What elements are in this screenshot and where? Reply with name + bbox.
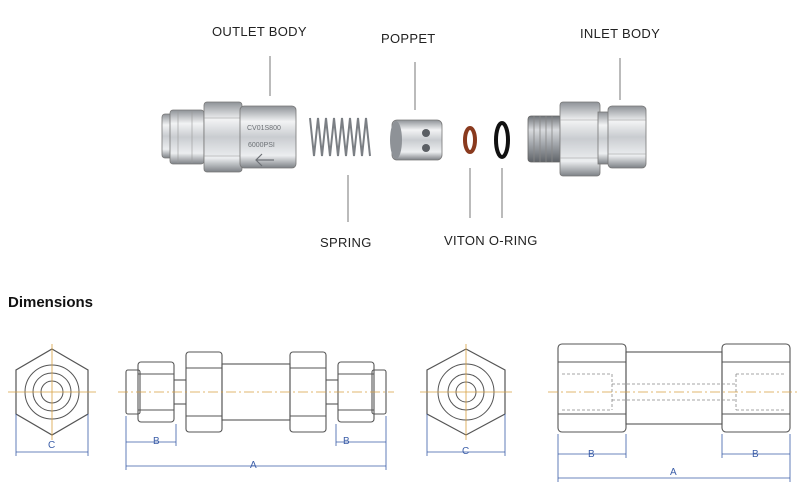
dimension-a-1: A: [250, 460, 257, 471]
end-view-hex-left: [8, 344, 96, 456]
spring-part: [309, 117, 371, 157]
side-view-left-dimensions: [125, 416, 387, 470]
body-engraving-line2: 6000PSI: [248, 142, 275, 149]
flow-arrow-icon: [255, 153, 274, 167]
viton-oring-part: [463, 126, 477, 154]
inlet-body-label: INLET BODY: [580, 26, 661, 41]
side-view-right: [557, 343, 791, 433]
outlet-body-part: [161, 101, 297, 173]
poppet-part: [390, 119, 443, 161]
side-view-right-dimensions: [557, 434, 791, 482]
dimension-c-right: C: [462, 446, 470, 457]
spring-label: SPRING: [320, 235, 372, 250]
end-view-hex-right: [420, 344, 512, 456]
dimension-b-left-1: B: [153, 436, 160, 447]
dimension-c-left: C: [48, 440, 56, 451]
black-oring-part: [494, 121, 510, 159]
section-title: Dimensions: [8, 294, 94, 311]
leader-lines: [269, 56, 621, 222]
poppet-label: POPPET: [381, 31, 436, 46]
dimension-b-right-1: B: [343, 436, 350, 447]
inlet-body-part: [527, 101, 647, 177]
dimension-a-2: A: [670, 467, 677, 478]
outlet-body-label: OUTLET BODY: [212, 24, 307, 39]
body-engraving-line1: CV01S800: [247, 125, 281, 132]
viton-oring-label: VITON O-RING: [444, 233, 538, 248]
dimension-b-right-2: B: [752, 449, 759, 460]
dimension-b-left-2: B: [588, 449, 595, 460]
